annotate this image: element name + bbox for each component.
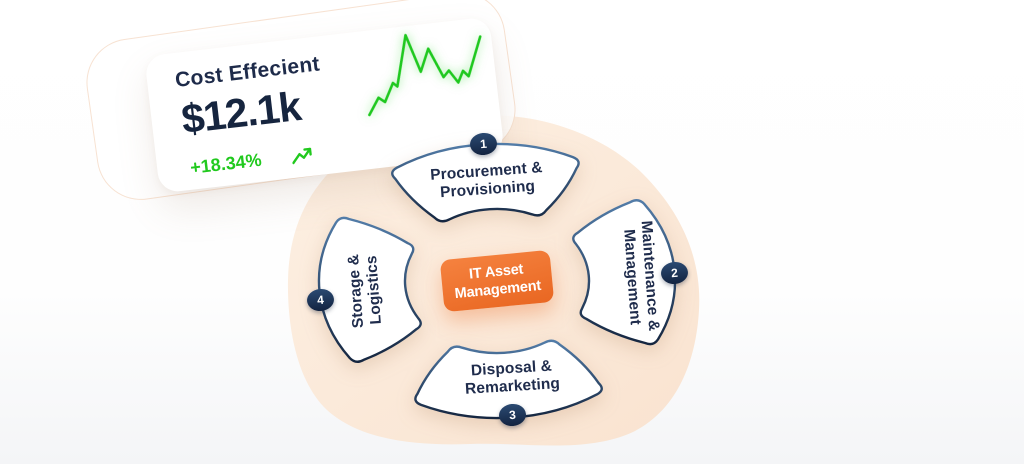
segment-shape-disposal — [414, 339, 603, 420]
card-title: Cost Effecient — [173, 52, 321, 92]
trending-up-icon — [291, 147, 312, 164]
center-label-line: Management — [453, 277, 542, 303]
stat-card: Cost Effecient $12.1k +18.34% — [144, 16, 505, 194]
card-change-row: +18.34% — [189, 143, 318, 179]
sparkline-chart — [368, 33, 482, 117]
sparkline-line — [368, 33, 482, 117]
lifecycle-wheel — [317, 142, 677, 420]
segment-shape-procurement — [391, 142, 580, 223]
change-percent: +18.34% — [189, 149, 263, 178]
center-label: IT Asset Management — [439, 249, 555, 313]
segment-shape-storage — [317, 216, 422, 363]
segment-shape-maintenance — [572, 199, 677, 346]
